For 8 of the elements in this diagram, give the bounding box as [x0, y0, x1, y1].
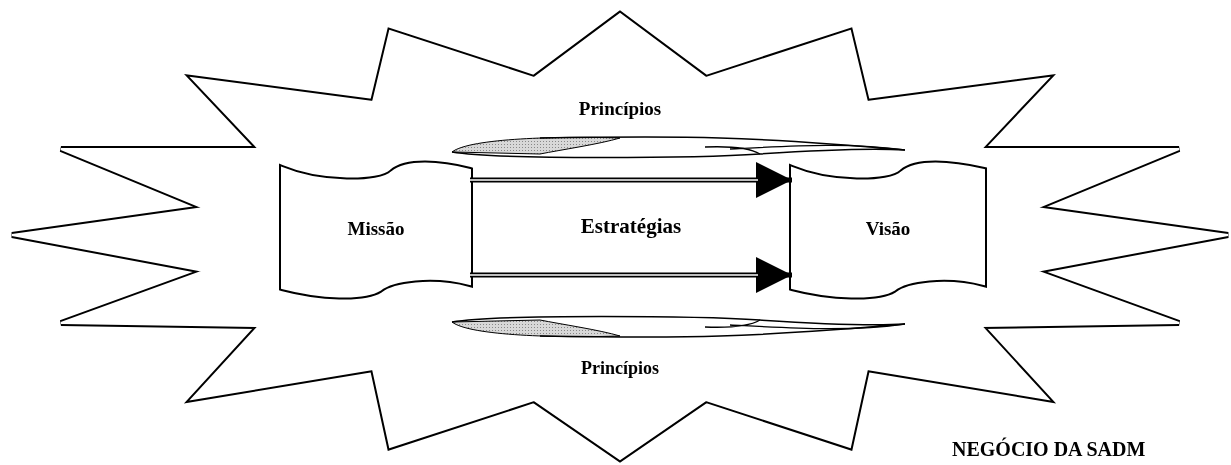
arrow: [469, 257, 792, 293]
text-label: Princípios: [578, 98, 662, 120]
diagram-heading: NEGÓCIO DA SADM: [952, 438, 1146, 461]
text-label: Princípios: [581, 358, 659, 379]
node-label: Missão: [346, 218, 406, 240]
node-label: Visão: [864, 218, 912, 240]
text-label: Estratégias: [580, 214, 682, 239]
arrow: [469, 162, 792, 198]
